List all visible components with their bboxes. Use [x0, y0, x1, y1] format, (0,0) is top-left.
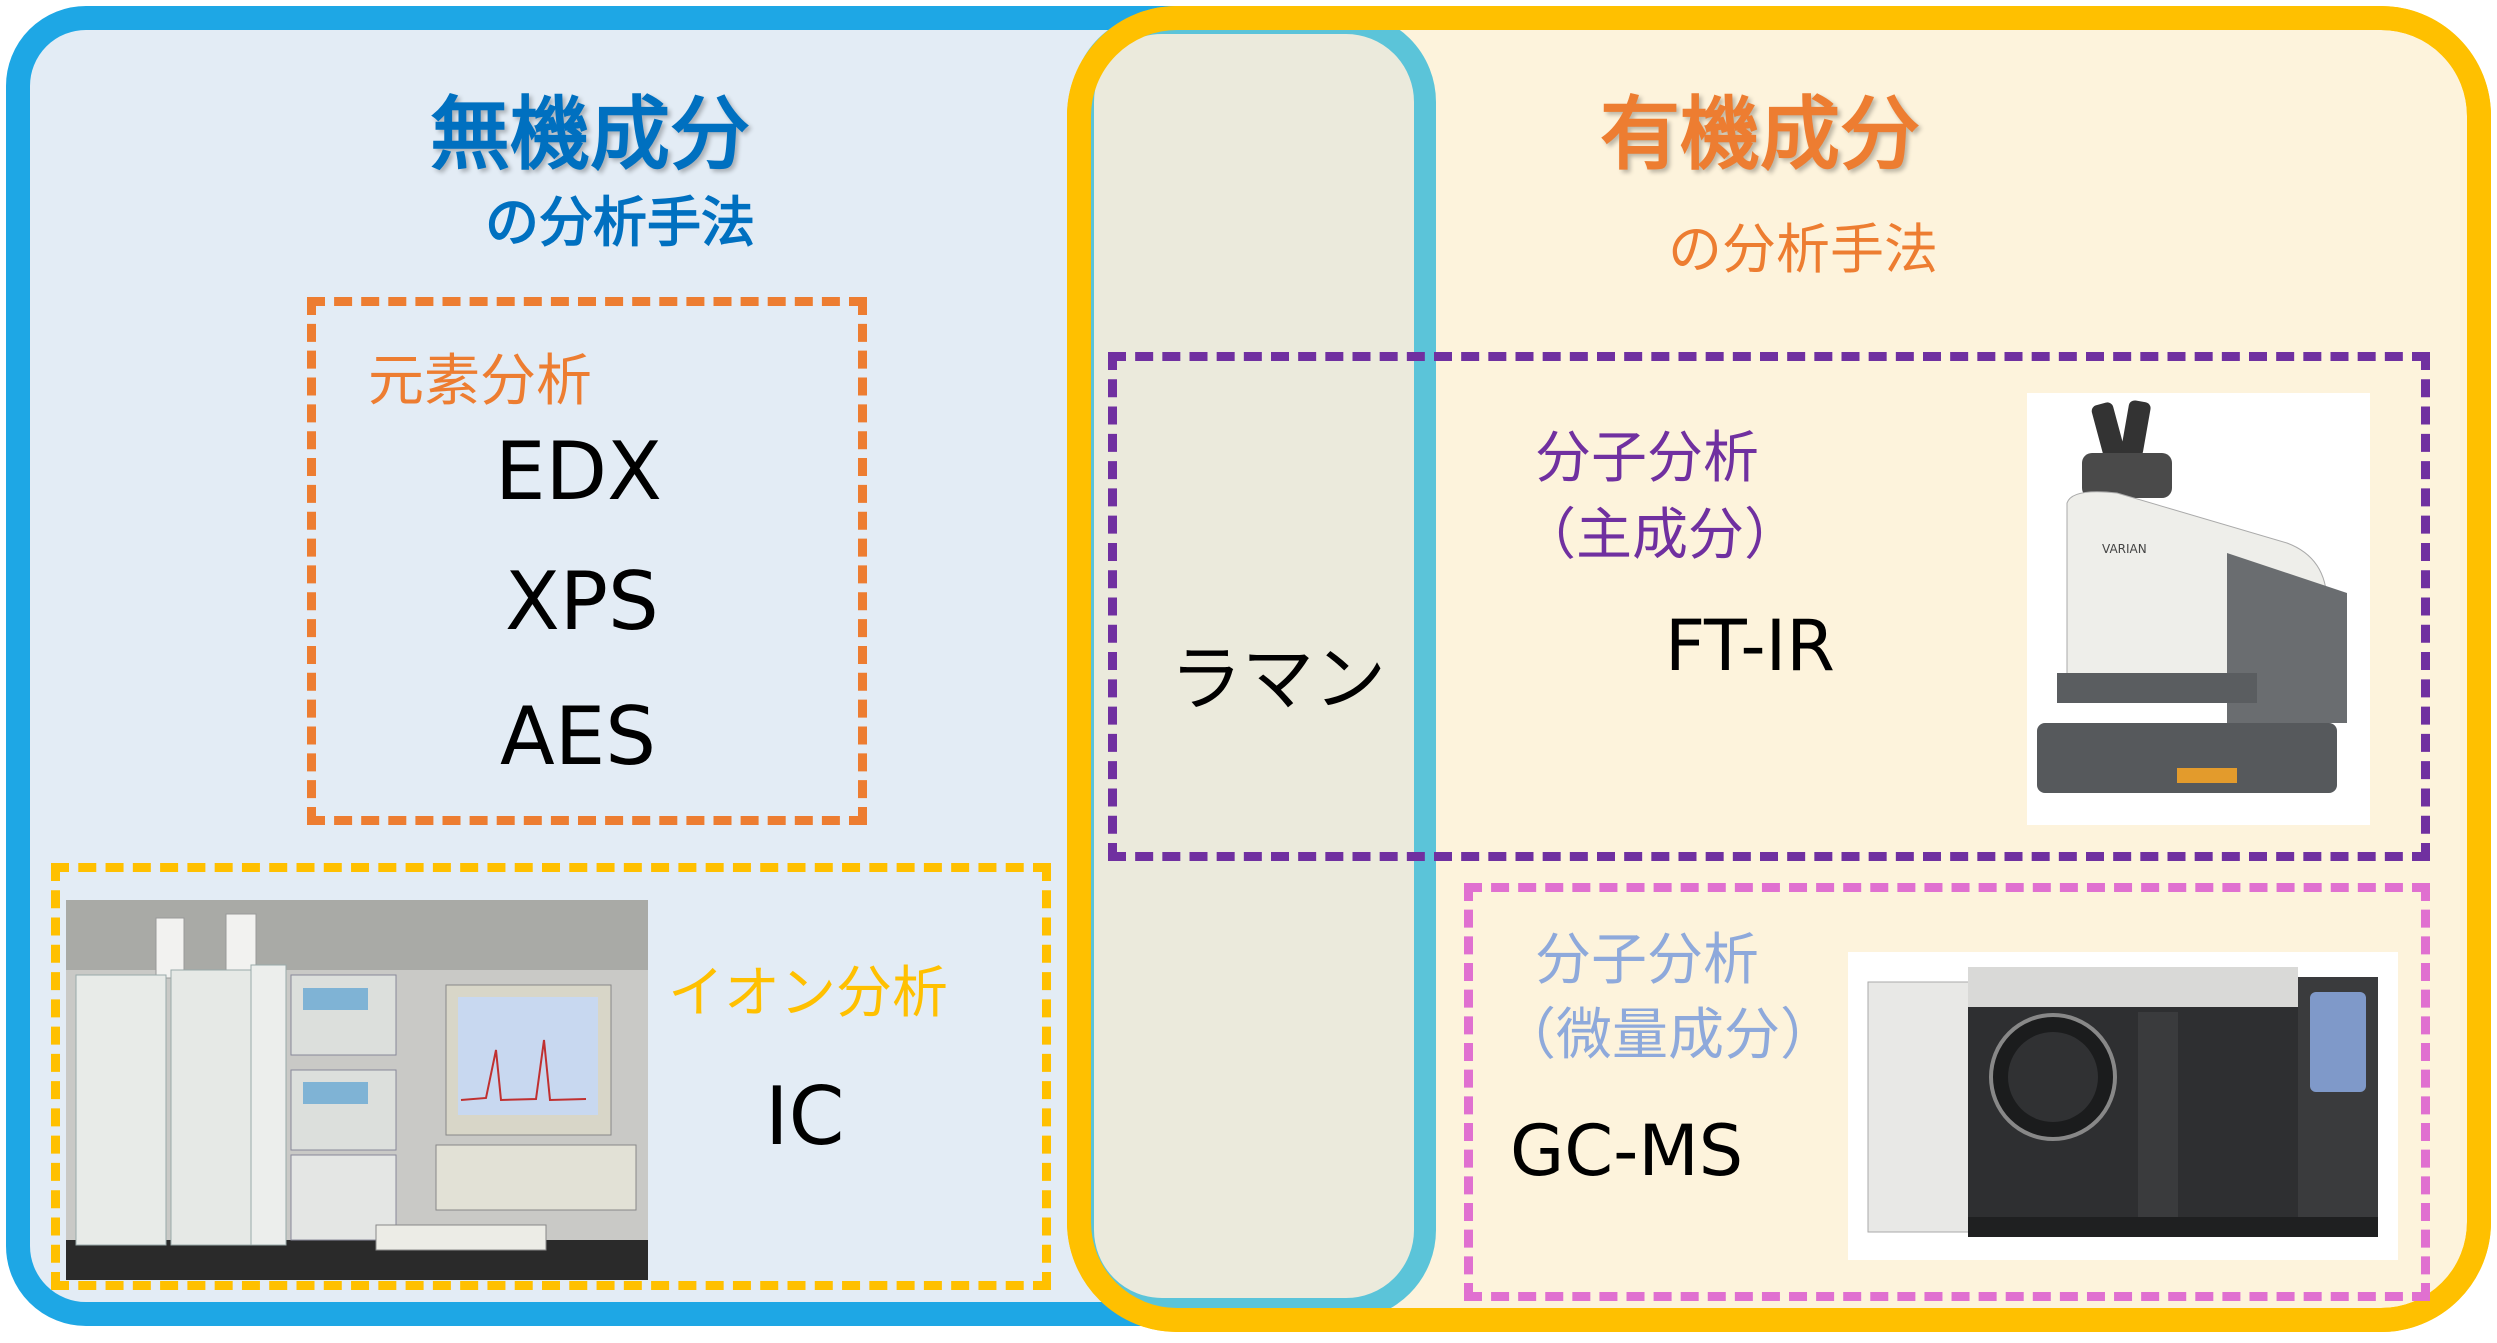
inorganic-title: 無機成分	[430, 88, 750, 181]
ic-instrument-illustration	[66, 900, 648, 1280]
ion-analysis-box	[51, 863, 1051, 1290]
technique-aes: AES	[500, 690, 657, 783]
element-analysis-box	[307, 297, 867, 825]
inorganic-subtitle: の分析手法	[485, 191, 755, 254]
molecular-main-label: 分子分析	[1535, 426, 1759, 491]
molecular-main-box	[1108, 352, 2430, 861]
organic-region-border	[1067, 6, 2491, 1332]
technique-xps: XPS	[505, 555, 659, 648]
technique-raman: ラマン	[1170, 637, 1387, 721]
svg-text:VARIAN: VARIAN	[2102, 542, 2147, 556]
ic-instrument-photo	[66, 900, 648, 1280]
molecular-trace-label: 分子分析	[1535, 928, 1759, 993]
organic-title: 有機成分	[1600, 88, 1920, 181]
technique-ftir: FT-IR	[1665, 605, 1835, 687]
molecular-trace-box	[1464, 883, 2430, 1301]
element-analysis-label: 元素分析	[368, 349, 592, 414]
molecular-main-sublabel: （主成分）	[1520, 503, 1800, 568]
technique-ic: IC	[765, 1070, 845, 1163]
ion-analysis-label: イオン分析	[668, 961, 948, 1026]
organic-subtitle: の分析手法	[1668, 218, 1938, 281]
technique-gcms: GC-MS	[1510, 1110, 1744, 1192]
gcms-instrument-photo	[1848, 952, 2398, 1260]
molecular-trace-sublabel: （微量成分）	[1500, 1003, 1836, 1068]
ftir-microscope-illustration: VARIAN	[2027, 393, 2370, 825]
gcms-instrument-illustration	[1848, 952, 2398, 1260]
ftir-microscope-photo: VARIAN	[2027, 393, 2370, 825]
technique-edx: EDX	[495, 425, 662, 518]
